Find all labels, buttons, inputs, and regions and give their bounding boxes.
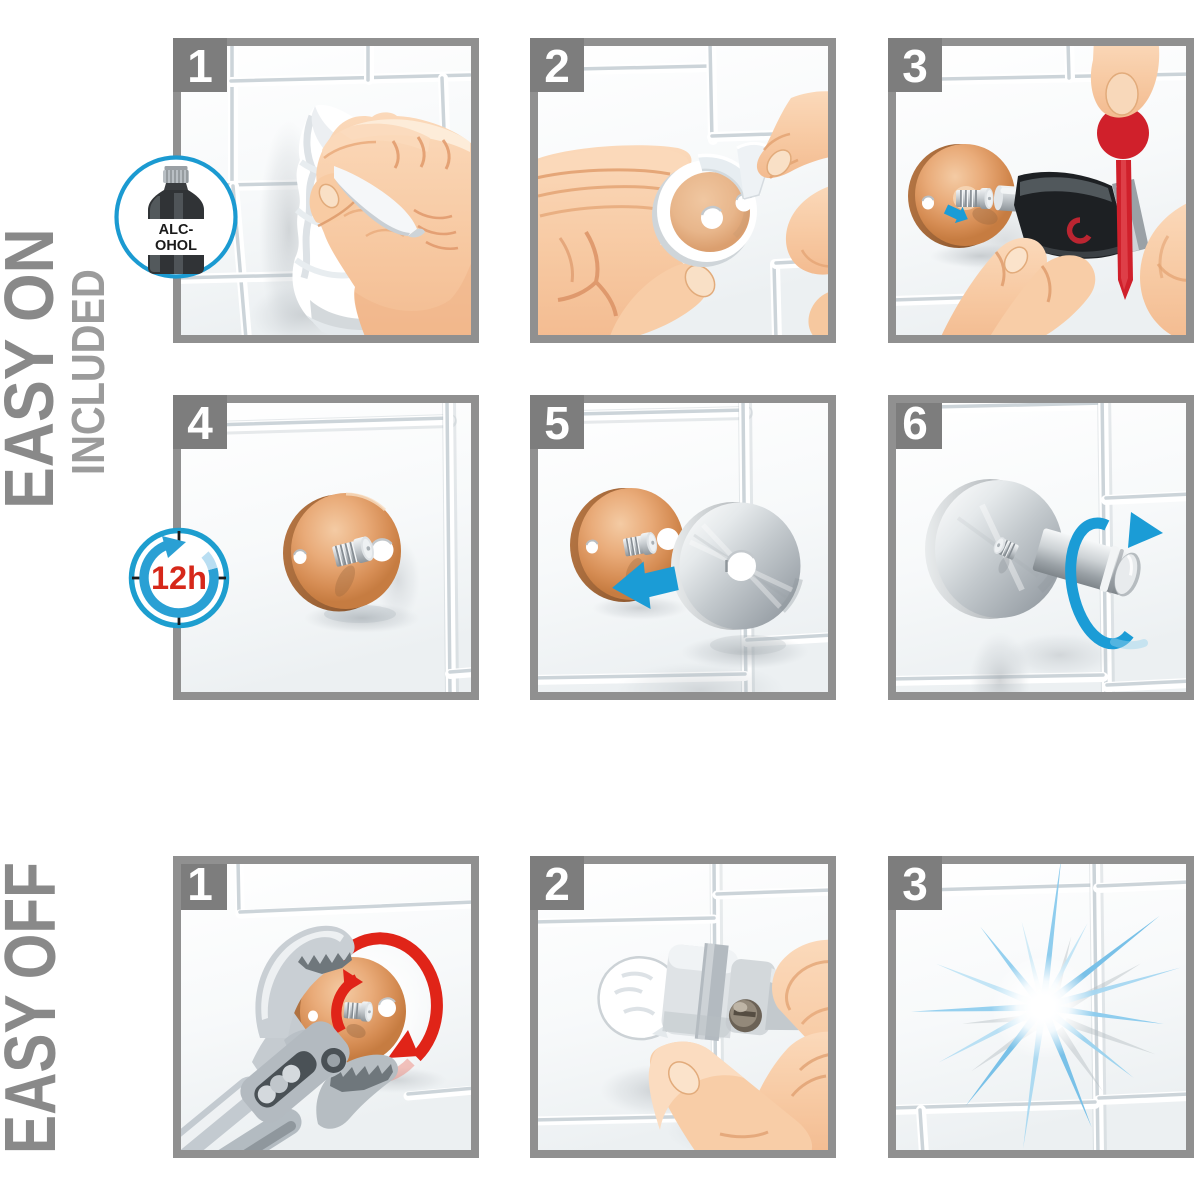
svg-text:3: 3 [902,858,928,910]
svg-text:2: 2 [544,40,570,92]
svg-text:1: 1 [187,40,213,92]
svg-text:3: 3 [902,40,928,92]
svg-text:EASY ON: EASY ON [0,228,69,509]
svg-text:6: 6 [902,397,928,449]
svg-text:2: 2 [544,858,570,910]
svg-text:INCLUDED: INCLUDED [63,269,114,475]
svg-text:OHOL: OHOL [155,238,197,254]
svg-text:ALC-: ALC- [159,222,194,238]
svg-text:1: 1 [187,858,213,910]
svg-text:EASY OFF: EASY OFF [0,862,70,1154]
svg-text:5: 5 [544,397,570,449]
svg-text:4: 4 [187,397,213,449]
svg-text:12h: 12h [151,560,207,596]
